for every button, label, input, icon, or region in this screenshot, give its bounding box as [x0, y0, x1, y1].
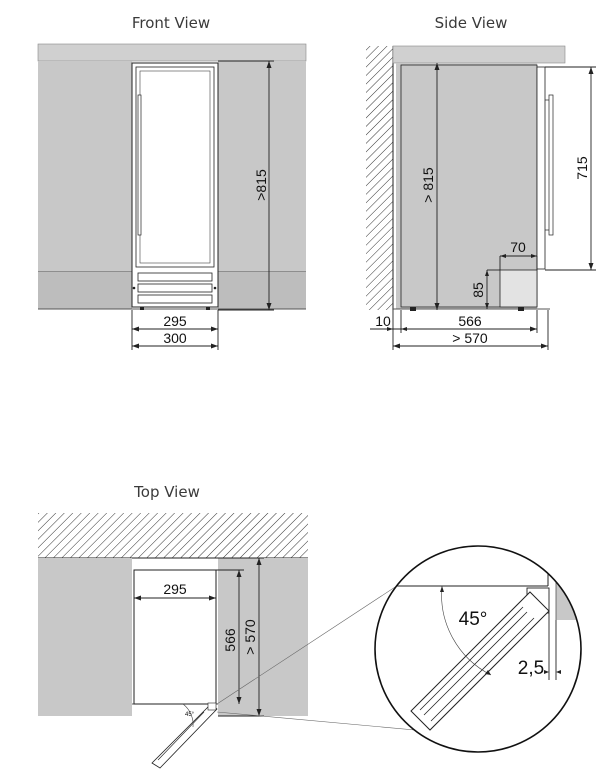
side-view: Side View > 815 715	[366, 14, 596, 350]
top-depth-label: 566	[222, 628, 238, 652]
front-drawer-2	[137, 283, 213, 293]
top-niche-depth-label: > 570	[242, 619, 258, 655]
top-door-angle-label: 45°	[185, 712, 195, 718]
side-view-title: Side View	[435, 14, 508, 32]
front-countertop	[37, 43, 307, 62]
front-door-handle	[137, 94, 142, 236]
top-appliance-body	[133, 569, 217, 705]
side-vent-width-label: 70	[510, 239, 526, 255]
top-view: Top View 295 566 > 570 45°	[38, 483, 438, 769]
side-gap-label: 10	[375, 313, 391, 329]
top-view-title: Top View	[133, 483, 200, 501]
front-outer-width-label: 300	[163, 330, 187, 346]
side-depth-label: 566	[458, 313, 482, 329]
front-view: Front View >815 295	[37, 14, 307, 350]
front-plinth-left	[38, 272, 132, 309]
front-plinth-right	[218, 272, 306, 309]
front-view-title: Front View	[132, 14, 210, 32]
top-cabinet-right	[218, 558, 308, 716]
side-appliance-height-label: 715	[574, 156, 590, 180]
side-vent-height-label: 85	[470, 282, 486, 298]
side-vent-block	[499, 269, 538, 308]
front-cabinet-left	[38, 61, 132, 272]
top-open-door	[151, 702, 218, 769]
side-wall-hatch	[366, 46, 393, 310]
side-countertop	[392, 45, 566, 64]
front-drawer-1	[137, 272, 213, 282]
side-door	[536, 66, 546, 270]
detail-door-panel	[410, 591, 550, 731]
front-height-label: >815	[253, 169, 269, 201]
side-niche-depth-label: > 570	[452, 330, 488, 346]
detail-cabinet-gray	[556, 572, 581, 620]
front-cabinet-right	[218, 61, 306, 272]
front-inner-width-label: 295	[163, 313, 187, 329]
front-door-frame	[135, 66, 215, 268]
front-drawer-3	[137, 294, 213, 304]
side-cabinet	[396, 63, 537, 309]
detail-circle-border	[374, 545, 582, 753]
front-appliance-body	[131, 62, 219, 308]
detail-angle-label: 45°	[459, 609, 488, 630]
side-height-label: > 815	[420, 167, 436, 203]
detail-offset-label: 2,5	[518, 658, 544, 679]
top-wall-hatch	[38, 513, 308, 558]
hinge-detail: 45° 2,5	[374, 545, 582, 753]
top-cabinet-left	[38, 558, 132, 716]
side-door-handle	[548, 94, 554, 236]
top-width-label: 295	[163, 581, 187, 597]
